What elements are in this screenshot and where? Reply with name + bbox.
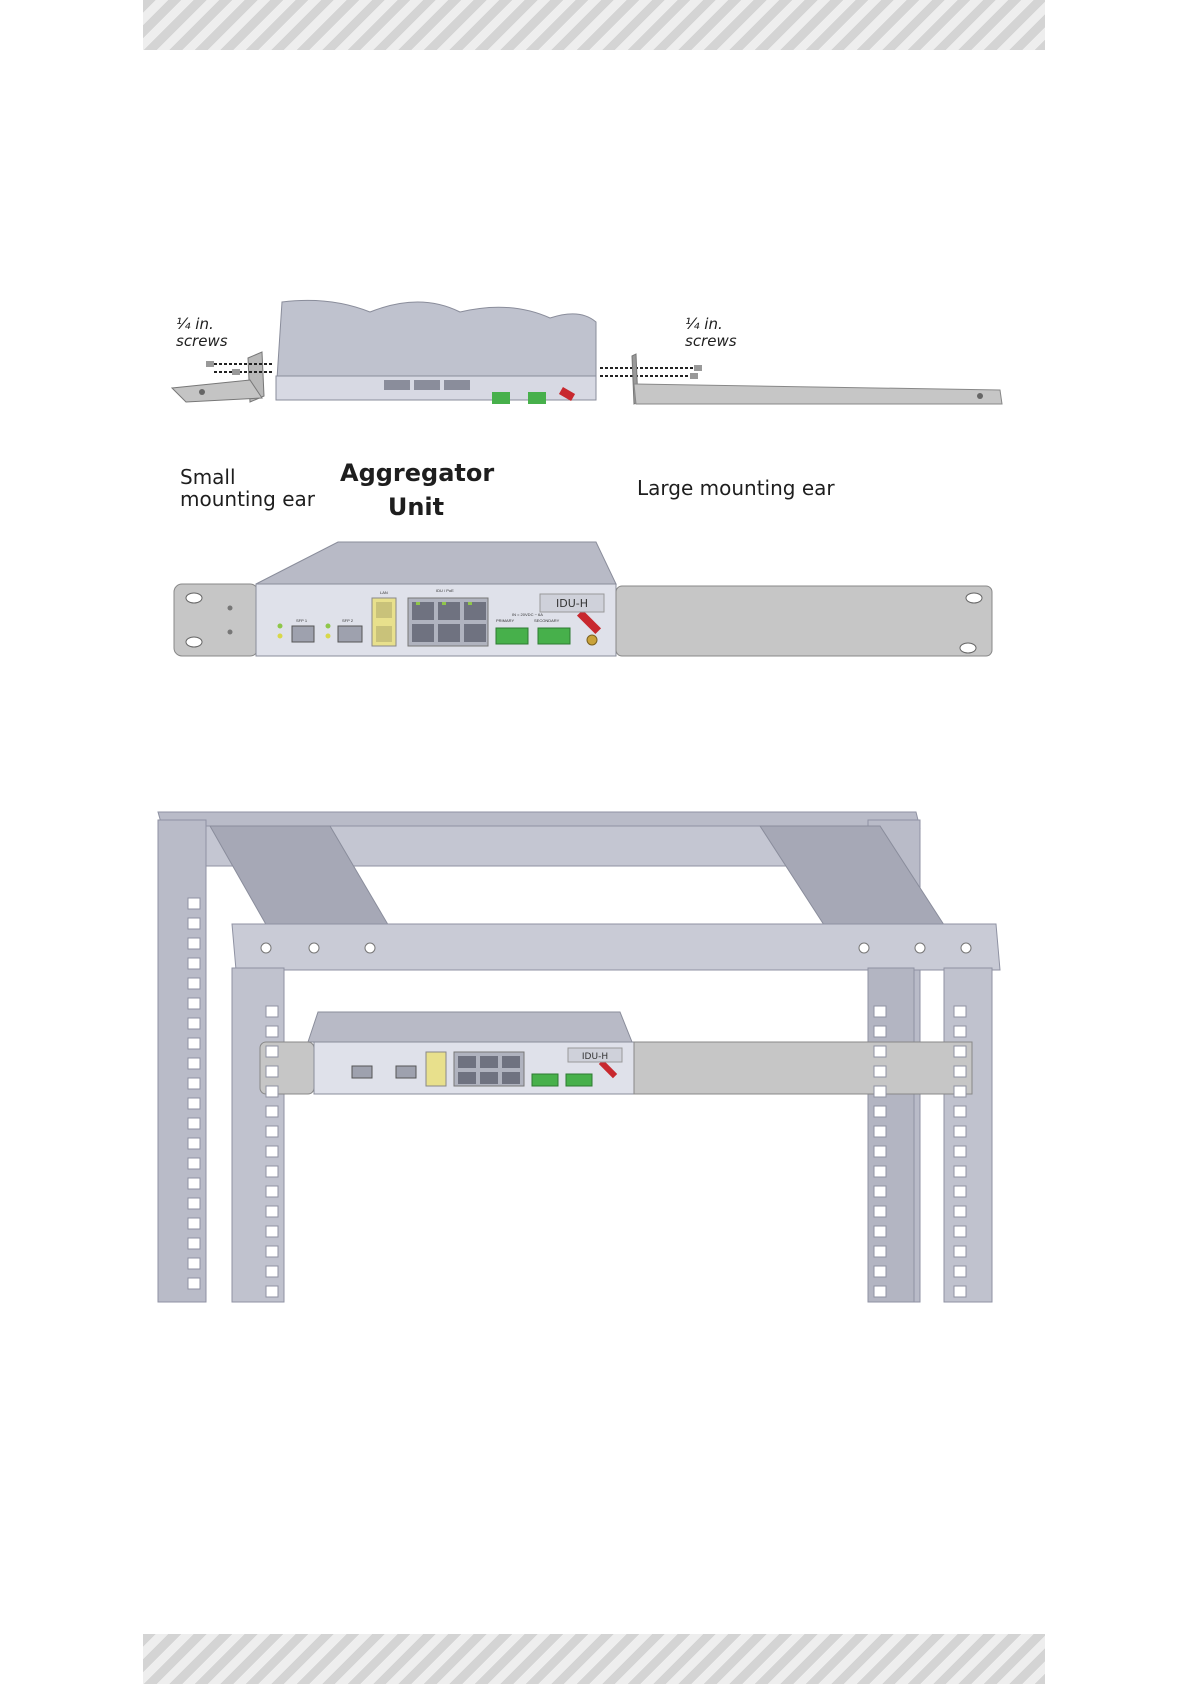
rack-hole [266, 1006, 278, 1017]
rack-idu-h-badge: IDU-H [582, 1052, 608, 1062]
rack-hole [954, 1226, 966, 1237]
secondary-label: SECONDARY [534, 618, 560, 623]
rack-hole [874, 1246, 886, 1257]
rack-hole [874, 1006, 886, 1017]
rack-hole [954, 1126, 966, 1137]
rack-hole [954, 1086, 966, 1097]
small-mounting-ear [174, 584, 258, 656]
rack-hole [874, 1226, 886, 1237]
figure-assembled-unit: SFP 1 SFP 2 LAN IDU / PoE IN = 20VDC ~ 6… [174, 542, 992, 656]
rack-hole [266, 1226, 278, 1237]
rack-hole [266, 1026, 278, 1037]
rack-hole [874, 1106, 886, 1117]
rack-hole [266, 1206, 278, 1217]
rack-hole [954, 1186, 966, 1197]
large-mounting-ear-exploded [632, 354, 1002, 404]
rack-hole [188, 998, 200, 1009]
sfp2-port [338, 626, 362, 642]
rack-hole [266, 1106, 278, 1117]
rack-hole [188, 1098, 200, 1109]
rack-front-top-rail [232, 924, 1000, 970]
screws-right-label: ¼ in. screws [685, 316, 737, 350]
rack-hole [188, 1038, 200, 1049]
screws-right-icon [600, 365, 702, 379]
power-label: IN = 20VDC ~ 6A [512, 612, 543, 617]
rack-hole [188, 938, 200, 949]
rack-hole [188, 898, 200, 909]
rack-hole [266, 1066, 278, 1077]
rack-hole [188, 1218, 200, 1229]
rack-hole [954, 1266, 966, 1277]
rack-hole [874, 1166, 886, 1177]
rack-hole [188, 1238, 200, 1249]
rack-hole [874, 1266, 886, 1277]
rack-hole [266, 1246, 278, 1257]
rack-large-ear [634, 1042, 972, 1094]
rack-hole [874, 1066, 886, 1077]
sfp1-port [292, 626, 314, 642]
rack-hole [954, 1106, 966, 1117]
rack-hole [874, 1186, 886, 1197]
rack-hole [188, 958, 200, 969]
large-mounting-ear [616, 586, 992, 656]
rack-hole [188, 1258, 200, 1269]
figure-exploded-view [172, 300, 1002, 404]
rack-hole [874, 1146, 886, 1157]
large-mounting-ear-label: Large mounting ear [637, 477, 835, 499]
lan-label: LAN [380, 590, 388, 595]
rack-hole [188, 1058, 200, 1069]
idu-poe-label: IDU / PoE [436, 588, 454, 593]
aggregator-unit-exploded [276, 300, 596, 404]
rack-hole [874, 1286, 886, 1297]
rack-hole [266, 1046, 278, 1057]
rack-hole [874, 1206, 886, 1217]
rack-hole [266, 1186, 278, 1197]
rack-hole [188, 1178, 200, 1189]
rack-hole [266, 1286, 278, 1297]
rack-hole [188, 1198, 200, 1209]
rack-hole [954, 1166, 966, 1177]
secondary-power-terminal [538, 628, 570, 644]
sfp1-label: SFP 1 [296, 618, 308, 623]
rack-hole [266, 1126, 278, 1137]
rack-hole [188, 1078, 200, 1089]
rack-hole [954, 1026, 966, 1037]
rack-hole [954, 1146, 966, 1157]
small-mounting-ear-label: Small mounting ear [180, 466, 315, 510]
rack-hole [874, 1046, 886, 1057]
rack-hole [954, 1246, 966, 1257]
rack-hole [874, 1026, 886, 1037]
rack-hole [266, 1266, 278, 1277]
rack-hole [188, 1278, 200, 1289]
rack-hole [954, 1006, 966, 1017]
primary-label: PRIMARY [496, 618, 514, 623]
rack-hole [954, 1206, 966, 1217]
screws-left-label: ¼ in. screws [176, 316, 228, 350]
rack-hole [266, 1086, 278, 1097]
primary-power-terminal [496, 628, 528, 644]
rack-hole [188, 978, 200, 989]
idu-poe-ports [408, 598, 488, 646]
rack-hole [954, 1066, 966, 1077]
aggregator-unit-label: Aggregator Unit [340, 456, 492, 524]
rack-front-right-post [944, 968, 992, 1302]
rack-hole [188, 918, 200, 929]
rack-hole [954, 1046, 966, 1057]
idu-h-badge-text: IDU-H [556, 597, 588, 610]
rack-hole [188, 1118, 200, 1129]
rack-hole [266, 1166, 278, 1177]
rack-hole [954, 1286, 966, 1297]
rack-hole [874, 1126, 886, 1137]
rack-hole [188, 1158, 200, 1169]
small-mounting-ear-exploded [172, 352, 264, 402]
rack-hole [188, 1018, 200, 1029]
rack-hole [188, 1138, 200, 1149]
rack-hole [874, 1086, 886, 1097]
sfp2-label: SFP 2 [342, 618, 354, 623]
rack-hole [266, 1146, 278, 1157]
